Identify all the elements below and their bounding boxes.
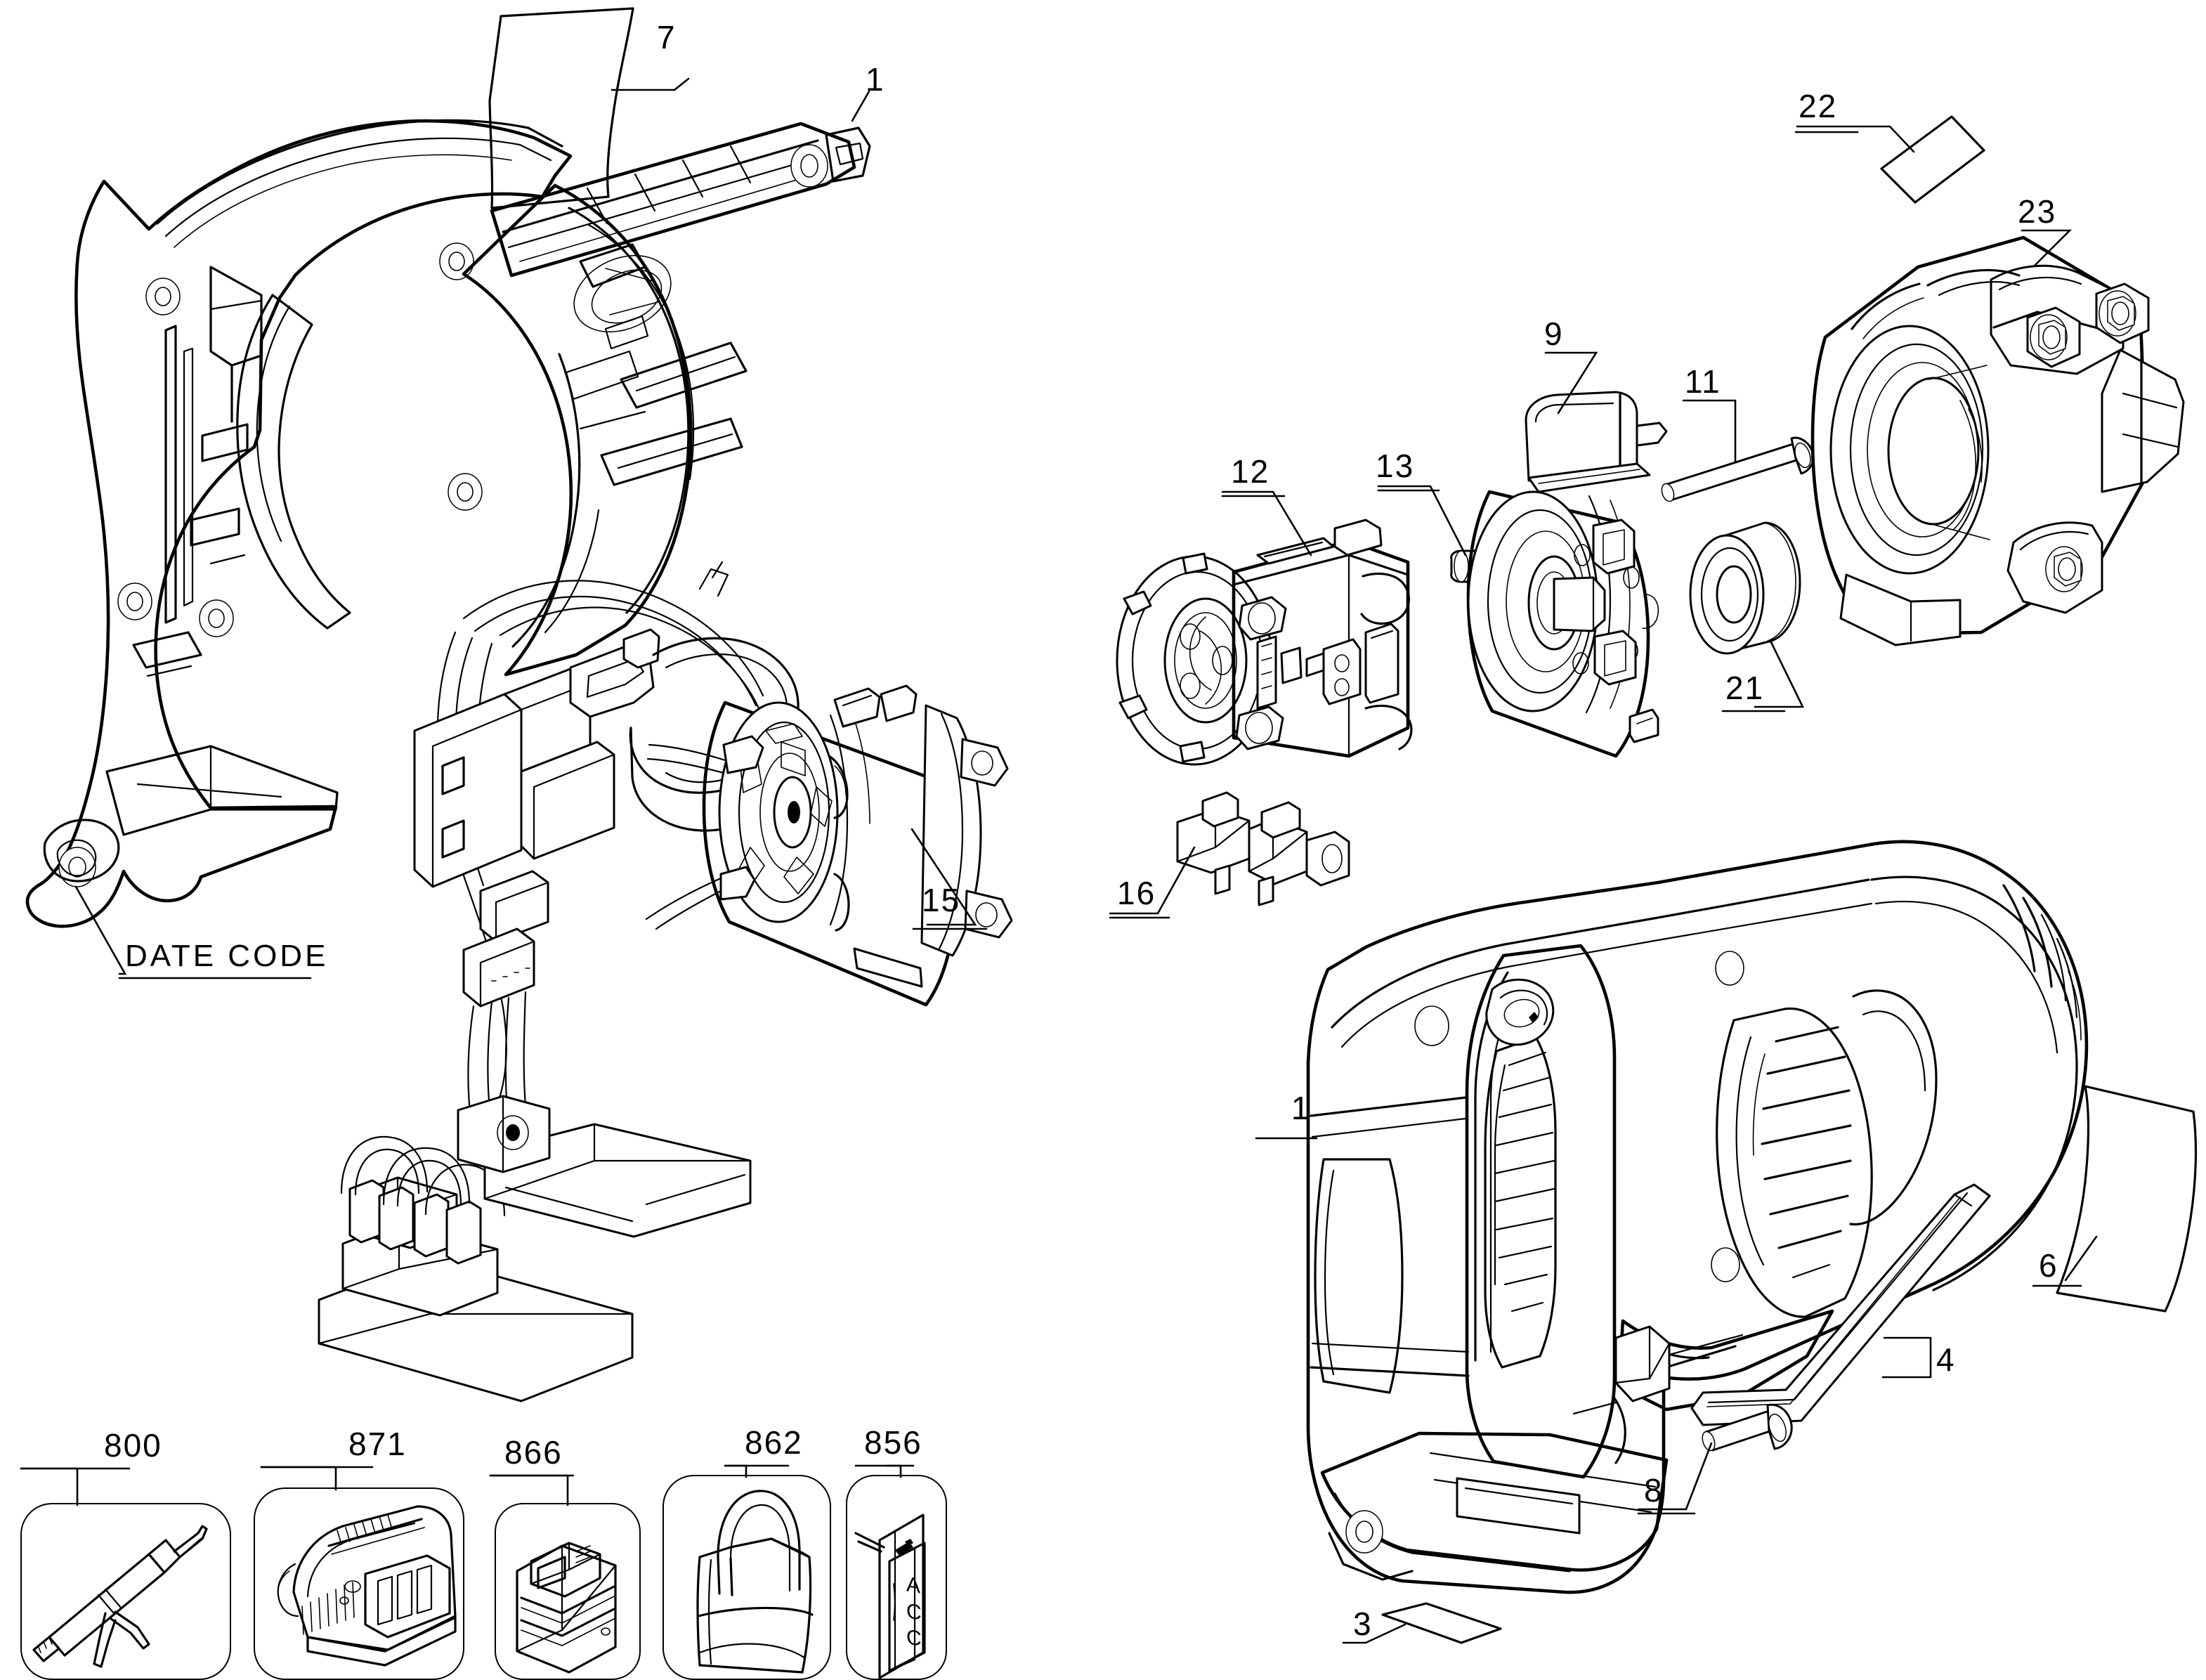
part-11-screw — [1661, 436, 1815, 502]
callout-7: 7 — [657, 19, 677, 56]
leader-6 — [2064, 1235, 2098, 1282]
leader-11 — [1682, 399, 1737, 464]
leader-22 — [1796, 125, 1915, 153]
grease-gun-icon — [32, 1525, 208, 1668]
callout-1-lower: 1 — [1291, 1090, 1311, 1126]
callout-8: 8 — [1644, 1472, 1664, 1509]
hex-boss-upper-right — [2095, 282, 2150, 344]
leader-7 — [611, 77, 690, 91]
part-8-screw-pin — [1702, 1403, 1793, 1452]
callout-15: 15 — [922, 882, 961, 918]
accessory-box-866 — [495, 1503, 641, 1680]
callout-4: 4 — [1936, 1341, 1956, 1378]
leader-12 — [1221, 490, 1312, 556]
callout-23: 23 — [2018, 193, 2057, 230]
part-4-hex-key — [1690, 1183, 1991, 1426]
part-15-motor — [645, 684, 1013, 1007]
switch-trigger-harness-assembly — [318, 561, 799, 1402]
callout-16: 16 — [1117, 875, 1156, 911]
part-1-assembled-tool-housing — [1306, 840, 2089, 1594]
accessory-card-text: A C C — [906, 1571, 922, 1653]
leader-23 — [2021, 229, 2073, 267]
leader-21 — [1754, 639, 1805, 708]
leader-15 — [911, 828, 977, 926]
accessory-label-871: 871 — [348, 1426, 407, 1462]
date-code-label: DATE CODE — [125, 939, 329, 973]
hex-boss-lower — [2006, 521, 2103, 614]
battery-terminal-block — [318, 1095, 752, 1402]
vent-grille — [1716, 1007, 1873, 1318]
part-16-connector — [1176, 791, 1350, 906]
acc-letter-c2: C — [906, 1625, 922, 1651]
accessory-label-800: 800 — [104, 1427, 162, 1464]
part-7-nameplate-label — [488, 7, 634, 209]
leader-16 — [1109, 846, 1196, 915]
callout-9: 9 — [1544, 315, 1564, 352]
leader-3 — [1342, 1623, 1407, 1644]
accessory-box-856 — [846, 1475, 947, 1680]
leader-8 — [1637, 1442, 1713, 1511]
part-6-nameplate-label — [2056, 1085, 2198, 1313]
callout-6: 6 — [2039, 1247, 2058, 1284]
leader-1-upper — [851, 90, 870, 122]
part-21-bushing — [1689, 521, 1801, 655]
acc-letter-a: A — [906, 1572, 921, 1598]
acc-letter-c1: C — [906, 1598, 922, 1625]
hex-boss-upper-left — [2026, 306, 2081, 368]
part-22-flat-plate — [1880, 115, 1985, 204]
part-9-clutch-assembly — [1466, 391, 1668, 758]
accessory-box-800 — [20, 1503, 231, 1680]
accessory-card-icon — [854, 1513, 926, 1679]
accessory-label-866: 866 — [504, 1434, 563, 1471]
part-1-housing-half-left — [25, 119, 871, 928]
accessory-label-862: 862 — [745, 1424, 803, 1461]
part-23-front-gear-case — [1810, 235, 2185, 646]
leader-9 — [1544, 351, 1598, 415]
callout-11: 11 — [1685, 363, 1721, 400]
part-3-flat-label — [1381, 1602, 1502, 1644]
callout-21: 21 — [1725, 670, 1765, 706]
accessory-box-871 — [254, 1487, 464, 1680]
leader-4 — [1881, 1336, 1932, 1379]
accessory-box-862 — [663, 1475, 831, 1680]
leader-date-code — [74, 885, 127, 975]
tool-bag-icon — [696, 1490, 814, 1674]
callout-22: 22 — [1799, 88, 1838, 124]
callout-12: 12 — [1231, 453, 1270, 490]
callout-13: 13 — [1376, 448, 1415, 484]
callout-3: 3 — [1353, 1606, 1373, 1642]
battery-charger-icon — [277, 1505, 457, 1667]
leader-13 — [1377, 485, 1467, 556]
part-12-gearbox-housing — [1116, 519, 1413, 766]
accessory-label-856: 856 — [864, 1424, 922, 1461]
battery-pack-icon — [516, 1542, 617, 1674]
callout-1-upper: 1 — [866, 61, 885, 98]
